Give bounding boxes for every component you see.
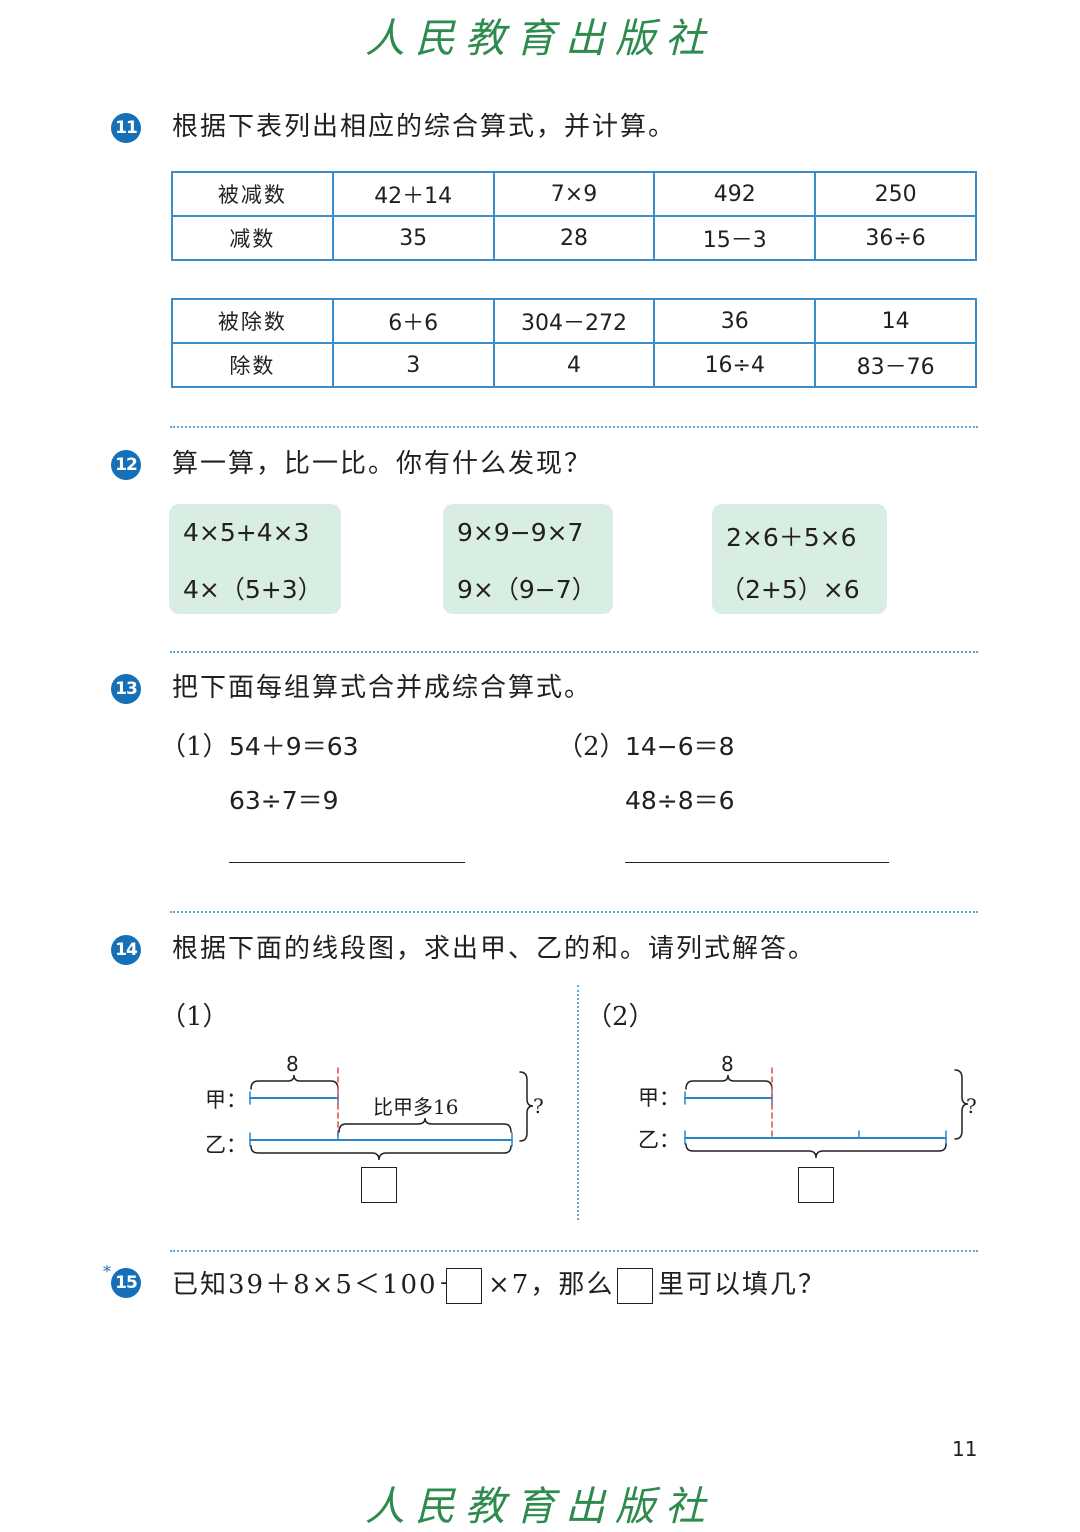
answer-line[interactable] bbox=[625, 862, 889, 863]
part-label: （2） bbox=[557, 732, 626, 762]
table-cell: 6＋6 bbox=[331, 298, 495, 344]
expression: 9×9−9×7 bbox=[457, 518, 584, 547]
challenge-star: * bbox=[103, 1262, 111, 1281]
subtraction-table: 被减数 42＋14 7×9 492 250 减数 35 28 15－3 36÷6 bbox=[171, 171, 977, 261]
expression: （2+5）×6 bbox=[720, 575, 860, 604]
table-cell: 492 bbox=[653, 171, 817, 217]
table-row: 除数 3 4 16÷4 83－76 bbox=[171, 342, 977, 388]
section-divider bbox=[170, 911, 978, 913]
expression-group-2: 9×9−9×7 9×（9−7） bbox=[443, 504, 613, 614]
yi-label: 乙： bbox=[205, 1133, 247, 1157]
section-divider bbox=[170, 651, 978, 653]
expression-group-3: 2×6＋5×6 （2+5）×6 bbox=[712, 504, 887, 614]
question-15-text-c: 里可以填几？ bbox=[658, 1270, 827, 1300]
table-cell: 83－76 bbox=[814, 342, 977, 388]
table-cell: 304－272 bbox=[492, 298, 656, 344]
table-cell: 7×9 bbox=[492, 171, 656, 217]
jia-value-label: 8 bbox=[721, 1052, 734, 1076]
answer-box[interactable] bbox=[361, 1167, 397, 1203]
question-number-11: 11 bbox=[111, 113, 141, 143]
table-row: 减数 35 28 15－3 36÷6 bbox=[171, 215, 977, 261]
jia-value-label: 8 bbox=[286, 1052, 299, 1076]
table-row: 被除数 6＋6 304－272 36 14 bbox=[171, 298, 977, 344]
table-cell: 36÷6 bbox=[814, 215, 977, 261]
question-number-14: 14 bbox=[111, 935, 141, 965]
page-number: 11 bbox=[952, 1437, 978, 1461]
table-cell: 28 bbox=[492, 215, 656, 261]
part-label: （2） bbox=[586, 1002, 655, 1032]
question-number-13: 13 bbox=[111, 674, 141, 704]
equation: 14−6＝8 bbox=[625, 732, 735, 761]
table-cell: 15－3 bbox=[653, 215, 817, 261]
equation: 63÷7＝9 bbox=[229, 786, 339, 815]
question-15-text-a: 已知39＋8×5＜100－ bbox=[172, 1270, 466, 1300]
expression: 4×（5+3） bbox=[183, 575, 323, 604]
column-divider bbox=[577, 985, 579, 1220]
equation: 48÷8＝6 bbox=[625, 786, 735, 815]
question-number-15: 15 bbox=[111, 1268, 141, 1298]
part-label: （1） bbox=[160, 732, 229, 762]
table-cell: 被减数 bbox=[171, 171, 334, 217]
blank-box[interactable] bbox=[617, 1268, 653, 1304]
table-cell: 除数 bbox=[171, 342, 334, 388]
division-table: 被除数 6＋6 304－272 36 14 除数 3 4 16÷4 83－76 bbox=[171, 298, 977, 388]
yi-label: 乙： bbox=[638, 1128, 680, 1152]
table-cell: 4 bbox=[492, 342, 656, 388]
table-row: 被减数 42＋14 7×9 492 250 bbox=[171, 171, 977, 217]
jia-label: 甲： bbox=[638, 1086, 680, 1110]
question-15-text-b: ×7，那么 bbox=[488, 1270, 615, 1300]
question-13-text: 把下面每组算式合并成综合算式。 bbox=[172, 673, 593, 703]
publisher-logo-header: 人民教育出版社 bbox=[365, 16, 715, 62]
answer-line[interactable] bbox=[229, 862, 465, 863]
blank-box[interactable] bbox=[446, 1268, 482, 1304]
question-14-text: 根据下面的线段图，求出甲、乙的和。请列式解答。 bbox=[172, 934, 817, 964]
jia-label: 甲： bbox=[205, 1088, 247, 1112]
question-12-text: 算一算，比一比。你有什么发现？ bbox=[172, 449, 593, 479]
table-cell: 被除数 bbox=[171, 298, 334, 344]
table-cell: 35 bbox=[331, 215, 495, 261]
question-mark: ? bbox=[533, 1094, 544, 1118]
publisher-logo-footer: 人民教育出版社 bbox=[365, 1484, 715, 1530]
question-number-12: 12 bbox=[111, 450, 141, 480]
table-cell: 36 bbox=[653, 298, 817, 344]
answer-box[interactable] bbox=[798, 1167, 834, 1203]
table-cell: 14 bbox=[814, 298, 977, 344]
table-cell: 42＋14 bbox=[331, 171, 495, 217]
expression: 9×（9−7） bbox=[457, 575, 597, 604]
table-cell: 减数 bbox=[171, 215, 334, 261]
equation: 54＋9＝63 bbox=[229, 732, 359, 761]
question-11-text: 根据下表列出相应的综合算式，并计算。 bbox=[172, 112, 677, 142]
table-cell: 3 bbox=[331, 342, 495, 388]
table-cell: 250 bbox=[814, 171, 977, 217]
question-mark: ? bbox=[966, 1094, 977, 1118]
section-divider bbox=[170, 426, 978, 428]
part-label: （1） bbox=[160, 1002, 229, 1032]
section-divider bbox=[170, 1250, 978, 1252]
expression: 4×5+4×3 bbox=[183, 518, 310, 547]
table-cell: 16÷4 bbox=[653, 342, 817, 388]
expression: 2×6＋5×6 bbox=[726, 523, 857, 552]
expression-group-1: 4×5+4×3 4×（5+3） bbox=[169, 504, 341, 614]
difference-label: 比甲多16 bbox=[373, 1095, 459, 1119]
